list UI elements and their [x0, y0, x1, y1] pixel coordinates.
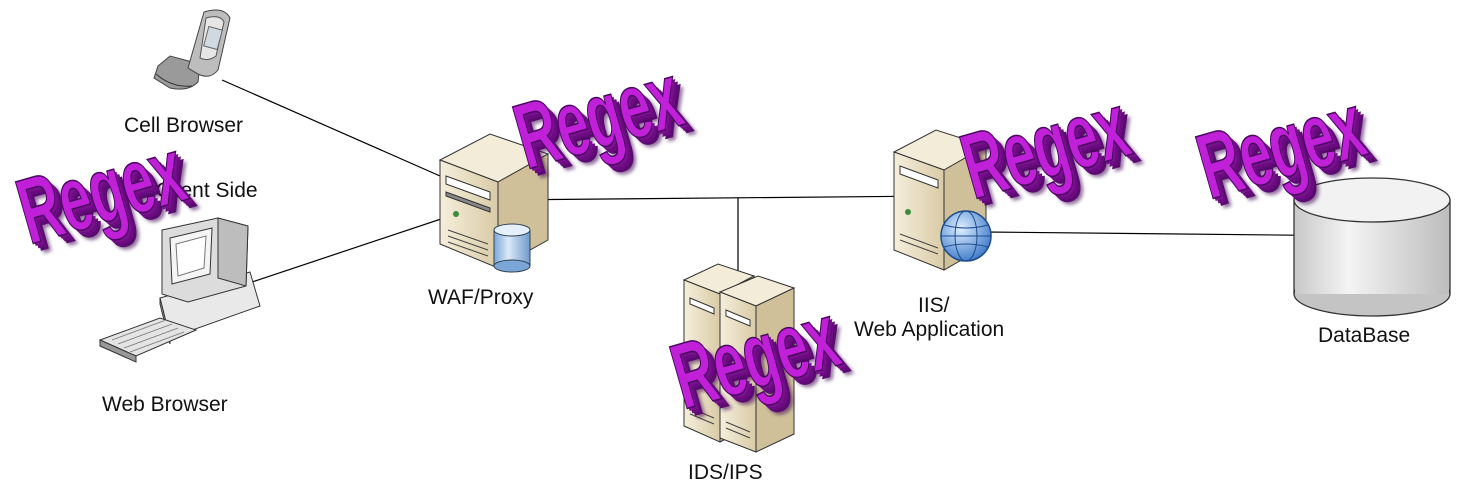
iis-label: IIS/: [918, 294, 950, 317]
cell-phone-icon: [153, 9, 231, 90]
cell-browser-label: Cell Browser: [124, 114, 244, 137]
waf-database-icon: [493, 223, 531, 273]
database-label: DataBase: [1318, 324, 1411, 347]
waf-server-icon: [438, 133, 550, 269]
connector-lines: [221, 79, 1376, 299]
desktop-computer-icon: [98, 217, 261, 363]
web-browser-label: Web Browser: [102, 393, 228, 416]
waf-proxy-label: WAF/Proxy: [428, 286, 534, 309]
ids-ips-server-icon: [682, 263, 796, 453]
database-cylinder-icon: [1293, 177, 1451, 317]
globe-icon: [940, 210, 992, 262]
client-side-label: Client Side: [156, 179, 258, 202]
web-application-label: Web Application: [854, 318, 1005, 341]
link-waf-to-iis: [491, 195, 941, 201]
ids-ips-label: IDS/IPS: [688, 461, 763, 484]
